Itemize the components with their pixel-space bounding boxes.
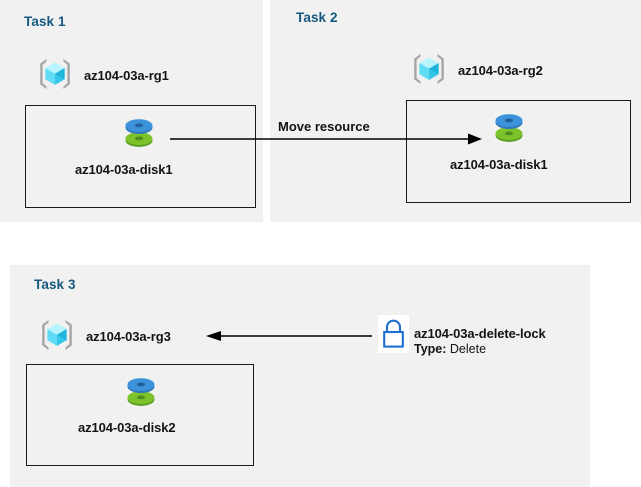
panel-title-task-1: Task 1: [24, 14, 66, 29]
lock-icon: [378, 315, 409, 353]
lock-type-row: Type: Delete: [414, 342, 486, 356]
connector-move-resource: [170, 128, 482, 150]
resource-label-disk1-moved: az104-03a-disk1: [450, 157, 548, 172]
resource-group-icon: [36, 55, 74, 93]
panel-title-task-2: Task 2: [296, 10, 338, 25]
managed-disk-icon: [122, 113, 156, 151]
resource-group-label-rg3: az104-03a-rg3: [86, 329, 171, 344]
connector-apply-lock: [206, 326, 372, 346]
resource-label-disk2: az104-03a-disk2: [78, 420, 176, 435]
managed-disk-icon: [492, 108, 526, 146]
resource-group-label-rg1: az104-03a-rg1: [84, 68, 169, 83]
managed-disk-icon: [124, 372, 158, 410]
lock-type-value: Delete: [449, 342, 487, 356]
resource-group-icon: [38, 316, 76, 354]
lock-type-key: Type:: [414, 342, 447, 356]
resource-group-label-rg2: az104-03a-rg2: [458, 63, 543, 78]
resource-label-disk1: az104-03a-disk1: [75, 162, 173, 177]
panel-title-task-3: Task 3: [34, 277, 76, 292]
connector-label-move-resource: Move resource: [278, 119, 370, 134]
lock-label: az104-03a-delete-lock: [414, 326, 546, 341]
resource-group-icon: [410, 50, 448, 88]
